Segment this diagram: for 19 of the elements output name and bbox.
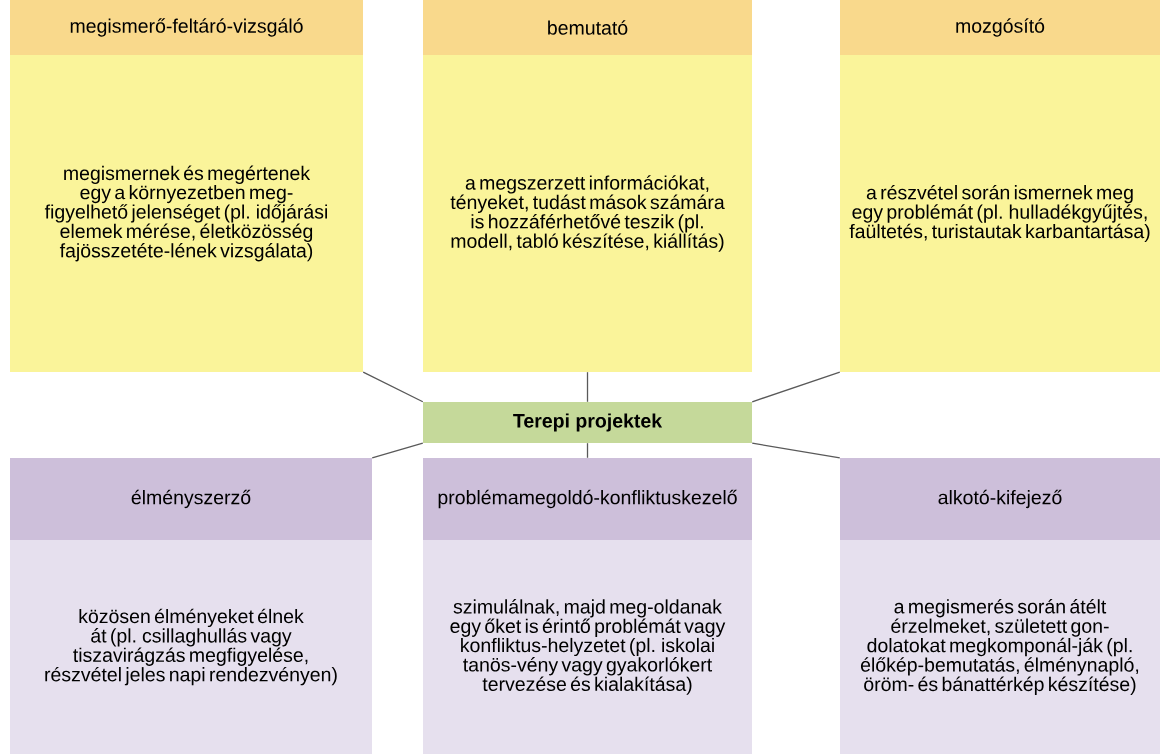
card-body: szimulálnak, majd meg-oldanak egy őket is érintő problémát vagy konfliktus-helyzetet (pl. iskolai tanös-vény vagy gyakorlókert tervezése és kialakítása) xyxy=(423,540,752,754)
connector-line xyxy=(751,371,841,403)
connector-line xyxy=(362,371,424,403)
card-header: alkotó-kifejező xyxy=(840,458,1160,540)
card-body: a részvétel során ismernek meg egy problémát (pl. hulladékgyűjtés, faültetés, turistautak karbantartása) xyxy=(840,55,1160,372)
card-header: bemutató xyxy=(423,0,752,55)
connector-line xyxy=(586,442,589,459)
connector-line xyxy=(371,442,424,459)
card-body: a megszerzett információkat, tényeket, tudást mások számára is hozzáférhetővé teszik (pl. modell, tabló készítése, kiállítás) xyxy=(423,55,752,372)
connector-line xyxy=(751,442,841,459)
card-body: megismernek és megértenek egy a környezetben meg-figyelhető jelenséget (pl. időjárási elemek mérése, életközösség fajösszetéte-lének vizsgálata) xyxy=(10,55,363,372)
connector-line xyxy=(586,371,589,403)
card-header: problémamegoldó-konfliktuskezelő xyxy=(423,458,752,540)
card-body: közösen élményeket élnek át (pl. csillaghullás vagy tiszavirágzás megfigyelése, részvétel jeles napi rendezvényen) xyxy=(10,540,372,754)
card-header: mozgósító xyxy=(840,0,1160,55)
title-box: Terepi projektek xyxy=(423,402,752,443)
card-body: a megismerés során átélt érzelmeket, született gon-dolatokat megkomponál-ják (pl. élőkép-bemutatás, élménynapló, öröm- és bánattérkép készítése) xyxy=(840,540,1160,754)
card-header: megismerő-feltáró-vizsgáló xyxy=(10,0,363,55)
card-header: élményszerző xyxy=(10,458,372,540)
